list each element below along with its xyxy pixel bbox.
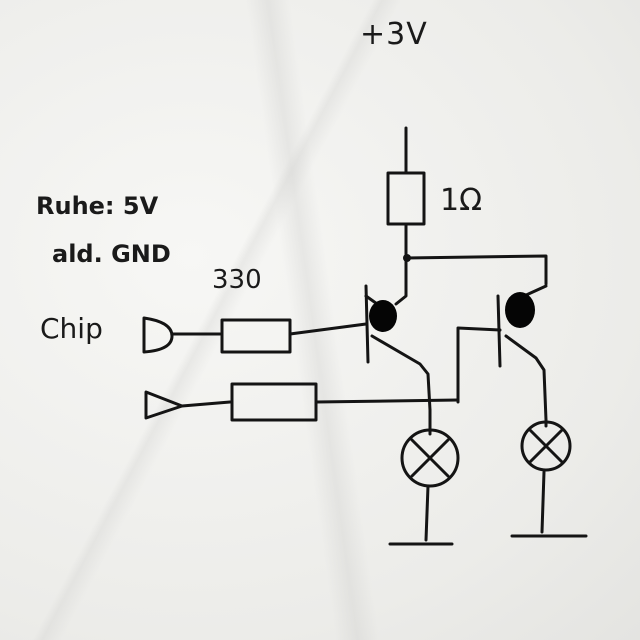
top-resistor (386, 126, 426, 260)
lower-input-path (144, 382, 460, 422)
note-idle-state: Ruhe: 5V (36, 192, 159, 220)
collector-bus (394, 254, 548, 306)
top-resistor-label: 1Ω (440, 183, 482, 218)
right-transistor (456, 284, 548, 422)
input-resistor-label: 330 (212, 265, 262, 295)
supply-voltage-label: +3V (360, 17, 428, 52)
left-lamp (388, 408, 460, 546)
note-alternative-state: ald. GND (52, 240, 171, 268)
right-lamp (510, 418, 588, 538)
chip-label: Chip (40, 312, 103, 345)
upper-input-path (142, 316, 368, 354)
left-transistor (364, 284, 432, 412)
